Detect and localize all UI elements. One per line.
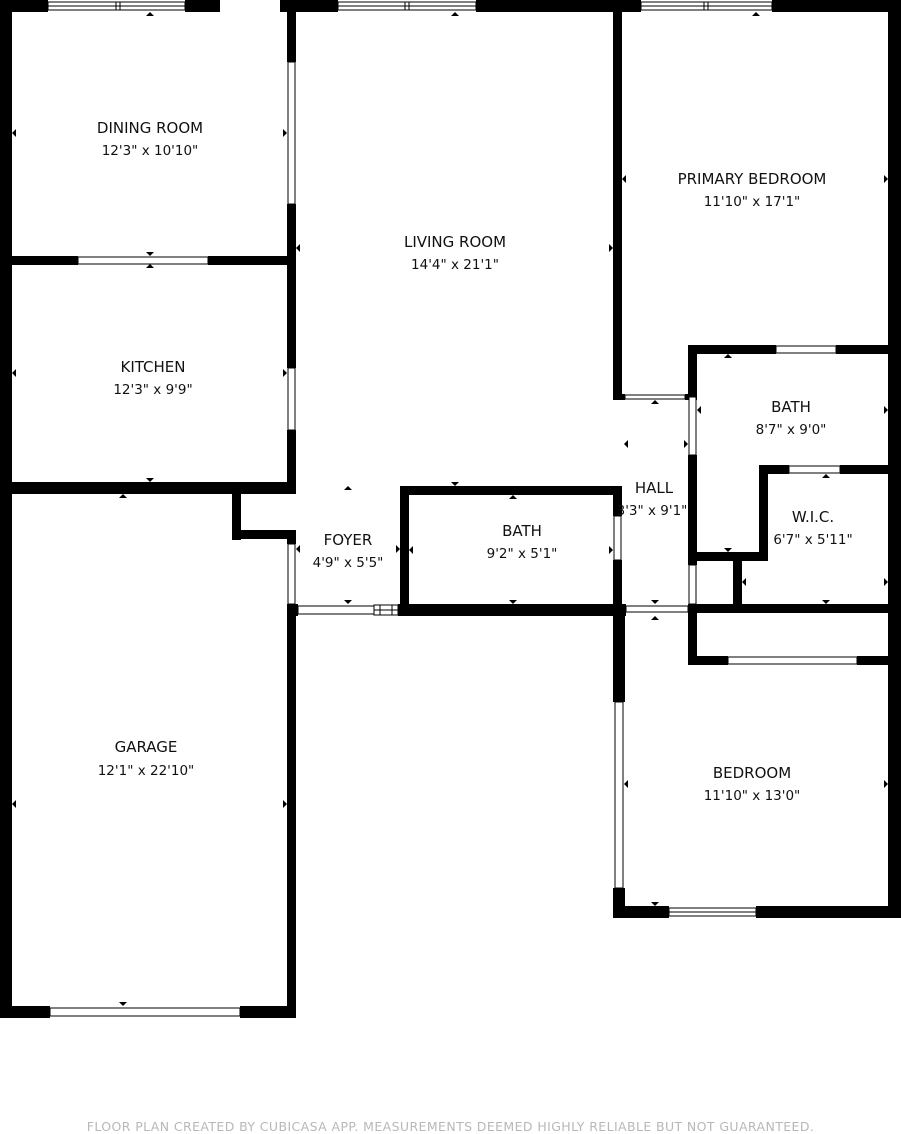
room-name: PRIMARY BEDROOM [678, 170, 827, 188]
room-dimensions: 3'3" x 9'1" [617, 503, 688, 519]
room-hall: HALL 3'3" x 9'1" [617, 479, 688, 519]
room-name: BATH [771, 398, 811, 416]
room-dimensions: 8'7" x 9'0" [756, 422, 827, 438]
room-kitchen: KITCHEN 12'3" x 9'9" [113, 358, 192, 398]
room-name: KITCHEN [121, 358, 186, 376]
windows [47, 1, 858, 1017]
room-bath-hall: BATH 9'2" x 5'1" [487, 522, 558, 562]
room-name: HALL [635, 479, 674, 497]
room-living: LIVING ROOM 14'4" x 21'1" [404, 233, 506, 273]
room-dimensions: 14'4" x 21'1" [411, 257, 499, 273]
room-foyer: FOYER 4'9" x 5'5" [313, 531, 384, 571]
dimension-ticks [12, 12, 888, 1006]
room-name: FOYER [324, 531, 373, 549]
room-wic: W.I.C. 6'7" x 5'11" [773, 508, 852, 548]
room-dimensions: 12'3" x 9'9" [113, 382, 192, 398]
room-garage: GARAGE 12'1" x 22'10" [98, 738, 195, 779]
room-name: GARAGE [115, 738, 178, 756]
room-dining: DINING ROOM 12'3" x 10'10" [97, 119, 203, 159]
room-name: BEDROOM [713, 764, 791, 782]
room-dimensions: 11'10" x 13'0" [704, 788, 801, 804]
room-dimensions: 4'9" x 5'5" [313, 555, 384, 571]
disclaimer-footer: FLOOR PLAN CREATED BY CUBICASA APP. MEAS… [86, 1119, 815, 1134]
room-name: W.I.C. [792, 508, 834, 526]
walls [0, 0, 901, 1018]
room-name: LIVING ROOM [404, 233, 506, 251]
room-primary-bedroom: PRIMARY BEDROOM 11'10" x 17'1" [678, 170, 827, 210]
room-dimensions: 12'3" x 10'10" [102, 143, 199, 159]
room-dimensions: 11'10" x 17'1" [704, 194, 801, 210]
room-name: DINING ROOM [97, 119, 203, 137]
room-bath-primary: BATH 8'7" x 9'0" [756, 398, 827, 438]
room-dimensions: 9'2" x 5'1" [487, 546, 558, 562]
room-bedroom: BEDROOM 11'10" x 13'0" [704, 764, 801, 804]
room-dimensions: 12'1" x 22'10" [98, 763, 195, 779]
room-dimensions: 6'7" x 5'11" [773, 532, 852, 548]
room-name: BATH [502, 522, 542, 540]
